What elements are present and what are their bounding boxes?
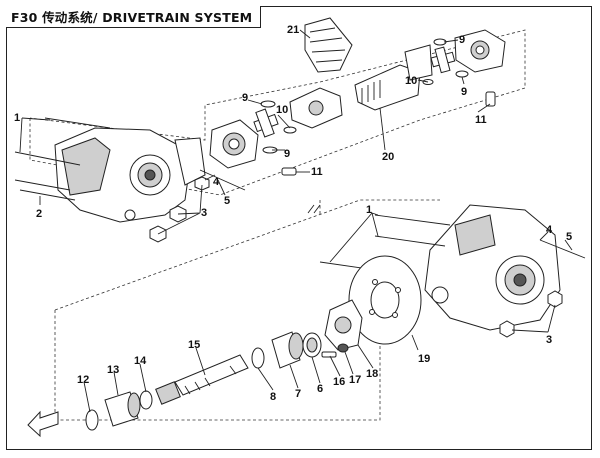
output-shaft [155,354,249,405]
snap-ring-9d [455,70,469,78]
front-gearbox-housing [54,127,206,223]
yoke-left [289,87,343,129]
nut-set-rear [499,290,563,338]
callout-9-d: 9 [461,86,467,98]
snap-ring-10a [283,126,297,134]
front-direction-arrow [27,410,59,438]
cross-spider-left [253,108,279,138]
callout-11-b: 11 [475,114,487,126]
callout-3-rear: 3 [546,334,552,346]
callout-5-front: 5 [224,195,230,207]
drive-shaft-upper [354,44,433,111]
lower-assembly-outline [55,330,381,421]
cross-spider-right [430,46,456,74]
bearing-6 [302,332,322,358]
callout-9-a: 9 [242,92,248,104]
callout-8: 8 [270,391,276,403]
stud-5b [539,239,586,259]
sleeve-7 [271,331,304,369]
hub-flange [324,299,363,351]
stud-5 [199,169,246,191]
callout-17: 17 [349,374,361,386]
callout-1-rear: 1 [366,204,372,216]
callout-5-rear: 5 [566,231,572,243]
break-mark [307,204,321,214]
callout-6: 6 [317,383,323,395]
callout-9-b: 9 [284,148,290,160]
ring-14 [139,390,153,410]
diagram-frame [6,6,592,450]
sleeve-13 [104,391,141,427]
bolt-11a [281,167,297,176]
callout-15: 15 [188,339,200,351]
u-joint-flange-right [454,29,506,73]
callout-12: 12 [77,374,89,386]
bolt-11b [485,91,496,107]
group-link-line [54,199,440,420]
leader-lines [19,29,573,413]
callout-13: 13 [107,364,119,376]
page-title: F30 传动系统/ DRIVETRAIN SYSTEM [11,10,253,25]
callout-1-front: 1 [14,112,20,124]
callout-10-a: 10 [276,104,288,116]
callout-21: 21 [287,24,299,36]
title-box: F30 传动系统/ DRIVETRAIN SYSTEM [6,6,262,28]
callout-9-c: 9 [459,34,465,46]
rubber-boot [304,17,353,73]
bolt-16 [321,351,337,358]
rear-gearbox-housing [424,204,561,331]
callout-10-b: 10 [405,75,417,87]
callout-14: 14 [134,355,147,367]
callout-7: 7 [295,388,301,400]
callout-11-a: 11 [311,166,323,178]
brake-disc [348,255,422,345]
nut-17 [337,343,349,353]
callout-4-rear: 4 [546,224,553,236]
bolt-set-front [14,117,111,201]
callout-20: 20 [382,151,394,163]
callout-19: 19 [418,353,430,365]
callout-3-front: 3 [201,207,207,219]
callout-4-front: 4 [213,176,220,188]
snap-ring-9a [260,100,276,108]
u-joint-flange [209,119,259,169]
ring-12 [85,409,99,431]
callout-2: 2 [36,208,42,220]
ring-8 [251,347,265,369]
callout-16: 16 [333,376,345,388]
callout-18: 18 [366,368,378,380]
